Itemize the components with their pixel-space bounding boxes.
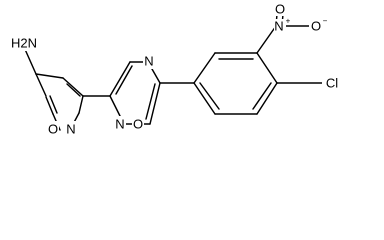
furazan-n-label: N xyxy=(66,122,75,137)
chloro-label: Cl xyxy=(326,76,338,91)
molecule-structure: H2N N O N N O N + O O − Cl xyxy=(10,1,342,137)
oxadiazole-o-label: O xyxy=(133,117,143,132)
bond xyxy=(115,65,133,95)
nitro-o-charge: − xyxy=(323,17,328,26)
bond xyxy=(193,82,216,115)
oxadiazole-ring xyxy=(109,61,161,125)
atom-oxadiazole-n-top: N xyxy=(143,53,155,69)
oxadiazole-n-bottom-label: N xyxy=(115,117,124,132)
amine-bond xyxy=(23,46,37,75)
atom-furazan-n: N xyxy=(65,121,77,137)
nitro-o-right-label: O xyxy=(311,19,321,34)
benzene-ring xyxy=(193,52,278,115)
bond xyxy=(78,95,84,114)
nitro-o-top-label: O xyxy=(275,2,285,17)
bond xyxy=(256,82,278,115)
atom-amino: H2N xyxy=(10,35,38,51)
bond xyxy=(193,52,216,84)
nitro-bond xyxy=(256,25,277,54)
bond xyxy=(49,95,58,114)
furazan-o-label: O xyxy=(48,122,58,137)
bond xyxy=(149,82,161,125)
bond xyxy=(199,82,220,110)
nitro-n-label: N xyxy=(274,19,283,34)
bond xyxy=(109,61,131,97)
bond xyxy=(66,83,81,97)
atom-nitro-o-right: O − xyxy=(309,17,328,34)
atom-furazan-o: O xyxy=(47,121,59,137)
atom-chloro: Cl xyxy=(322,75,342,91)
bond xyxy=(252,82,272,110)
atom-oxadiazole-n-bottom: N xyxy=(114,116,126,132)
bond xyxy=(62,77,84,97)
bond xyxy=(35,73,64,79)
oxadiazole-n-top-label: N xyxy=(144,54,153,69)
bond xyxy=(35,73,47,97)
bond xyxy=(145,83,156,120)
nitro-n-charge: + xyxy=(286,17,291,26)
atom-oxadiazole-o: O xyxy=(132,116,144,132)
atom-nitro-o-top: O xyxy=(274,2,286,17)
atom-nitro-n: N + xyxy=(274,17,291,34)
bond xyxy=(256,52,278,84)
bond xyxy=(45,96,54,115)
amino-label: H2N xyxy=(11,36,37,51)
